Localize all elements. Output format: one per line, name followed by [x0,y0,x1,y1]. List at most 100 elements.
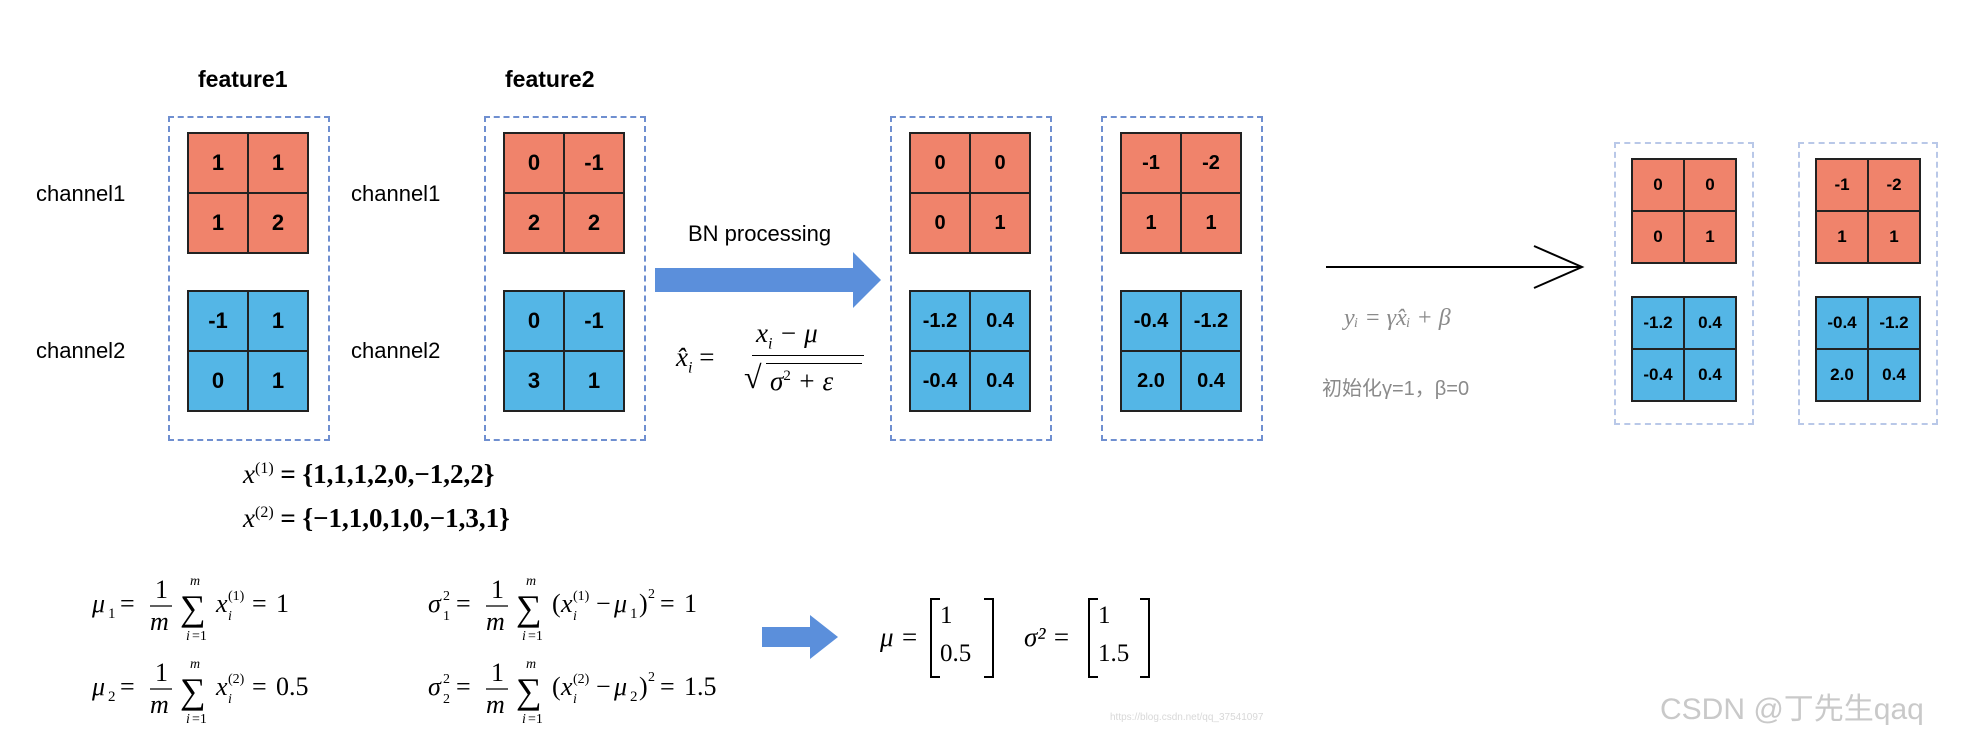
mu-value-2: 0.5 [940,640,972,667]
svg-text:m: m [526,657,536,672]
grid-cell: -1 [188,291,248,351]
grid-cell: 0.4 [1181,351,1241,411]
svg-text:2: 2 [648,670,655,685]
grid-cell: -0.4 [1816,297,1868,349]
svg-text:(1): (1) [573,589,590,604]
svg-text:=1: =1 [528,629,543,644]
grid-cell: 1 [1181,193,1241,253]
var-vector-label: σ² = [1024,622,1071,652]
grid-cell: 2 [248,193,308,253]
svg-text:i: i [228,609,232,624]
output-feature1-frame [1614,142,1754,425]
svg-text:): ) [639,672,648,701]
url-watermark: https://blog.csdn.net/qq_37541097 [1110,712,1264,723]
grid-cell: 1 [188,133,248,193]
svg-text:−: − [596,672,611,701]
formula-denominator: σ [770,366,784,396]
var2-result: 1.5 [684,672,717,701]
svg-text:=1: =1 [192,629,207,644]
summary-arrow [762,615,838,659]
grid-cell: 1 [1816,211,1868,263]
feature1-frame [168,116,330,441]
svg-text:i: i [573,609,577,624]
svg-text:1: 1 [155,575,168,604]
svg-text:=: = [456,589,471,618]
feature2-channel2-label: channel2 [351,338,441,363]
grid-cell: 0.4 [970,291,1030,351]
grid-cell: 0.4 [1868,349,1920,401]
formula-numerator-rest: − μ [772,318,818,348]
svg-text:x: x [560,589,573,618]
mu-value-1: 1 [940,602,953,629]
output-feature2-frame [1798,142,1938,425]
svg-text:i: i [186,629,190,644]
svg-text:i: i [186,712,190,727]
svg-text:1: 1 [491,575,504,604]
svg-text:μ: μ [613,589,627,618]
svg-text:(1): (1) [228,589,245,604]
formula-numerator: x [756,318,768,348]
csdn-watermark: CSDN @丁先生qaq [1660,693,1924,726]
x2-symbol: x [243,503,255,533]
grid-cell: 2 [564,193,624,253]
svg-text:=: = [120,672,135,701]
svg-text:m: m [190,574,200,589]
svg-text:x: x [215,589,228,618]
mu1-result: 1 [276,589,289,618]
formula-numerator-sub: i [767,335,773,353]
affine-formula: yᵢ = γx̂ᵢ + β [1344,305,1451,331]
grid-cell: 1 [248,133,308,193]
grid-cell: -0.4 [1121,291,1181,351]
svg-text:(: ( [552,672,561,701]
grid-cell: -2 [1181,133,1241,193]
normalized-feature2-frame [1101,116,1263,441]
grid-cell: 0 [970,133,1030,193]
grid-cell: -1.2 [1181,291,1241,351]
svg-text:(2): (2) [228,672,245,687]
svg-text:m: m [150,690,169,719]
svg-text:∑: ∑ [516,671,542,711]
feature2-title: feature2 [505,66,595,92]
feature1-channel2-label: channel2 [36,338,126,363]
svg-text:m: m [190,657,200,672]
grid-cell: 1 [248,351,308,411]
grid-cell: 1 [188,193,248,253]
svg-text:1: 1 [491,658,504,687]
x2-set: x(2) = {−1,1,0,1,0,−1,3,1} [243,503,510,534]
svg-text:=1: =1 [192,712,207,727]
svg-text:1: 1 [443,609,450,624]
normalized-feature1-frame [890,116,1052,441]
mu2-result: 0.5 [276,672,309,701]
grid-cell: -1.2 [910,291,970,351]
x2-values: = {−1,1,0,1,0,−1,3,1} [273,503,510,533]
x1-values: = {1,1,1,2,0,−1,2,2} [273,459,495,489]
grid-cell: -1 [1816,159,1868,211]
grid-cell: 0 [1684,159,1736,211]
svg-text:μ: μ [613,672,627,701]
x1-set: x(1) = {1,1,1,2,0,−1,2,2} [243,459,494,490]
var-vector: 1 1.5 [1088,598,1150,678]
svg-text:−: − [596,589,611,618]
svg-text:2: 2 [443,672,450,687]
grid-cell: -0.4 [910,351,970,411]
formula-lhs: x̂ [676,342,688,372]
svg-text:∑: ∑ [516,588,542,628]
svg-text:=1: =1 [528,712,543,727]
grid-cell: -1 [564,291,624,351]
svg-text:μ: μ [91,589,105,618]
grid-cell: 2.0 [1121,351,1181,411]
grid-cell: 0 [1632,211,1684,263]
grid-cell: 3 [504,351,564,411]
